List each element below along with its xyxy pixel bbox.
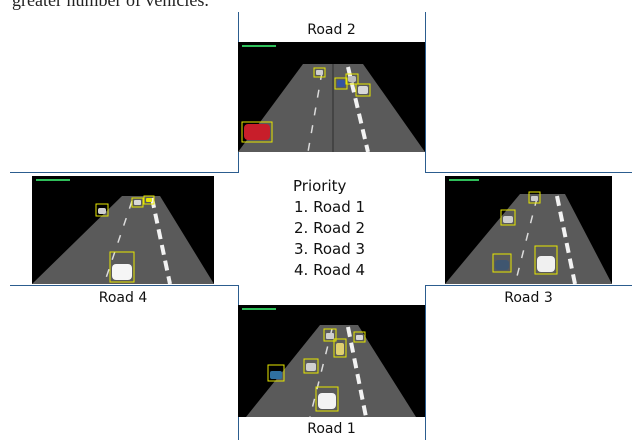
priority-list: Priority 1. Road 1 2. Road 2 3. Road 3 4…	[268, 176, 368, 281]
car-icon	[131, 197, 144, 208]
frame-line-top-right	[425, 12, 426, 172]
car-icon	[353, 331, 366, 343]
car-icon	[267, 364, 285, 382]
car-icon	[303, 358, 319, 374]
road-4-camera-panel	[32, 176, 214, 284]
road-2-camera-panel	[238, 42, 425, 152]
priority-title: Priority	[293, 177, 347, 195]
road-1-image	[238, 305, 425, 417]
road-3-image	[445, 176, 612, 284]
road-2-image	[238, 42, 425, 152]
car-icon	[109, 251, 135, 283]
frame-line-mid-left-bottom	[10, 285, 239, 286]
car-icon	[95, 203, 109, 217]
frame-line-mid-right-bottom	[425, 285, 632, 286]
car-icon	[345, 73, 359, 85]
car-icon	[528, 191, 541, 204]
car-icon	[241, 121, 273, 143]
frame-line-bottom-right	[425, 285, 426, 440]
road-4-label: Road 4	[98, 290, 148, 306]
car-icon	[315, 386, 339, 412]
road-3-camera-panel	[445, 176, 612, 284]
car-icon	[534, 245, 558, 275]
caption-fragment: greater number of vehicles.	[0, 0, 640, 20]
priority-item-4: 4. Road 4	[294, 261, 366, 279]
road-1-label: Road 1	[307, 421, 356, 437]
road-2-label: Road 2	[307, 22, 356, 38]
car-icon	[143, 195, 155, 205]
car-icon	[333, 338, 347, 358]
car-icon	[500, 209, 516, 226]
priority-item-3: 3. Road 3	[294, 240, 366, 258]
car-icon	[492, 253, 512, 273]
road-1-camera-panel	[238, 305, 425, 417]
road-4-image	[32, 176, 214, 284]
priority-item-2: 2. Road 2	[294, 219, 366, 237]
priority-item-1: 1. Road 1	[294, 198, 366, 216]
frame-line-mid-right-top	[425, 172, 632, 173]
road-3-label: Road 3	[504, 290, 553, 306]
frame-line-mid-left-top	[10, 172, 239, 173]
car-icon	[323, 328, 337, 342]
car-icon	[355, 83, 371, 97]
car-icon	[313, 67, 326, 78]
caption-text: greater number of vehicles.	[12, 0, 209, 10]
